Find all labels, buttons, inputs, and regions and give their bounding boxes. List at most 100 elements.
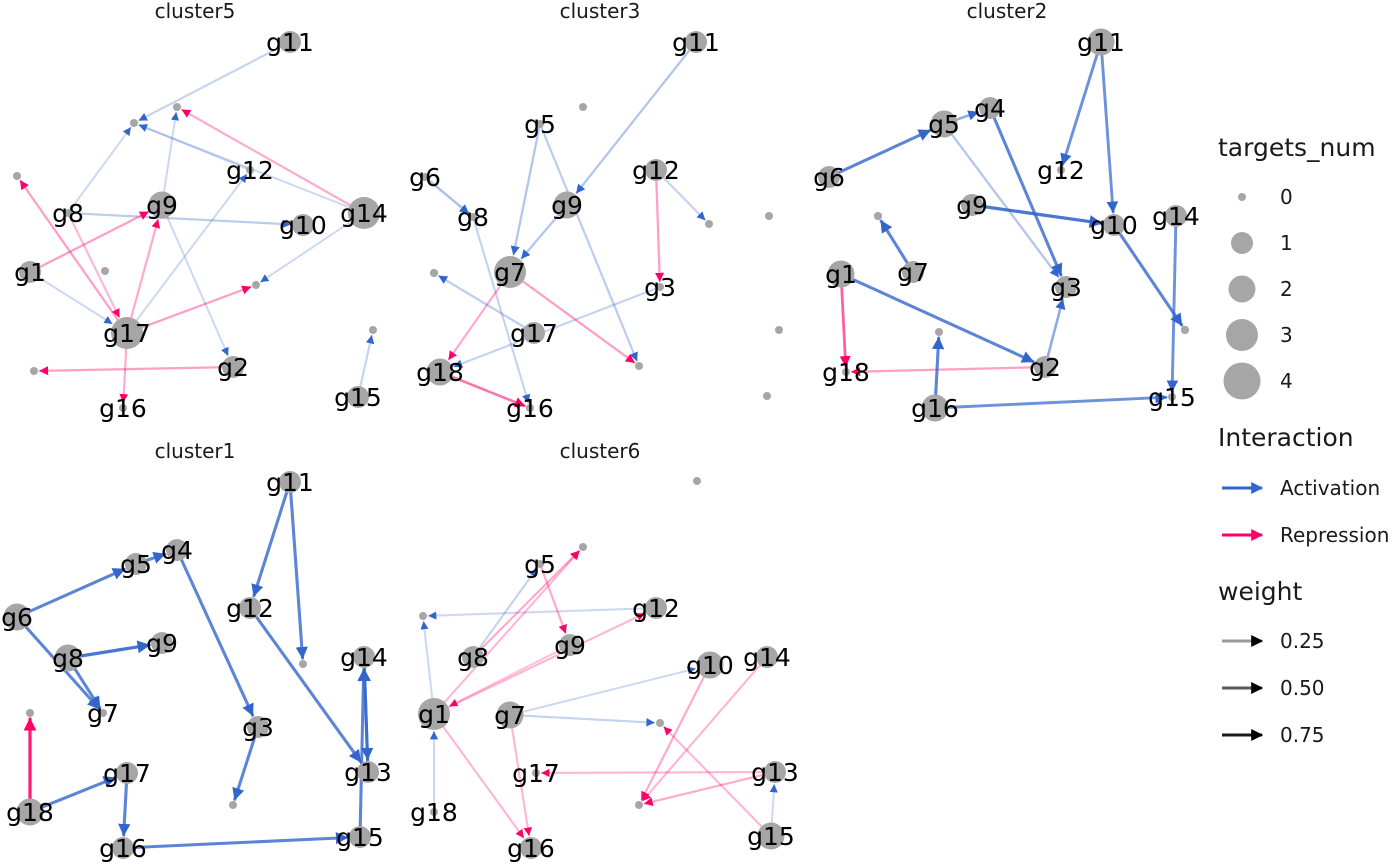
node-g3 bbox=[247, 716, 269, 738]
node-label-g3: g3 bbox=[242, 713, 274, 742]
legend-targets-label: 3 bbox=[1280, 323, 1293, 347]
node-g1 bbox=[418, 698, 450, 730]
node-label-g16: g16 bbox=[911, 394, 959, 423]
node-label-g11: g11 bbox=[266, 28, 314, 57]
edge-g1-u2 bbox=[420, 620, 434, 700]
node-g9 bbox=[148, 191, 176, 219]
node-label-g1: g1 bbox=[825, 260, 857, 289]
legend-weight-label: 0.25 bbox=[1280, 629, 1325, 653]
edge-g7-g10 bbox=[522, 666, 696, 713]
node-label-g12: g12 bbox=[632, 156, 680, 185]
edge-g17-u4 bbox=[140, 285, 252, 329]
edge-g2-g3 bbox=[1046, 298, 1066, 358]
node-label-g10: g10 bbox=[686, 651, 734, 680]
edge-g8-g17 bbox=[68, 215, 121, 318]
edge-g2-u5 bbox=[38, 366, 224, 376]
node-label-g5: g5 bbox=[524, 550, 556, 579]
edge-g15-u6 bbox=[359, 334, 375, 388]
node-g16 bbox=[520, 837, 542, 859]
node-g10 bbox=[696, 651, 724, 679]
node-label-g5: g5 bbox=[120, 550, 152, 579]
node-label-g18: g18 bbox=[822, 358, 870, 387]
node-unlabeled bbox=[874, 212, 882, 220]
node-g17 bbox=[523, 322, 545, 344]
node-unlabeled bbox=[579, 543, 587, 551]
edge-g16-u3 bbox=[931, 336, 945, 397]
node-label-g1: g1 bbox=[14, 258, 46, 287]
node-g11 bbox=[685, 31, 707, 53]
node-label-g9: g9 bbox=[956, 191, 988, 220]
legend-targets-key bbox=[1223, 362, 1261, 400]
node-g11 bbox=[1087, 28, 1115, 56]
node-g9 bbox=[553, 191, 581, 219]
node-unlabeled bbox=[252, 281, 260, 289]
node-label-g17: g17 bbox=[510, 319, 558, 348]
node-g2 bbox=[222, 356, 244, 378]
node-label-g12: g12 bbox=[1037, 156, 1085, 185]
panel-title: cluster5 bbox=[155, 0, 236, 23]
edge-g11-g9 bbox=[575, 49, 691, 194]
node-g7 bbox=[99, 709, 107, 717]
edge-g8-g16 bbox=[473, 219, 531, 404]
edge-g12-u2 bbox=[662, 176, 706, 221]
legend-weight-title: weight bbox=[1218, 577, 1302, 606]
legend-interaction-label: Repression bbox=[1280, 523, 1389, 547]
edge-g10-u5 bbox=[1118, 232, 1184, 327]
node-label-g14: g14 bbox=[743, 643, 791, 672]
edge-g9-u2 bbox=[163, 111, 180, 193]
edge-g2-g18 bbox=[850, 366, 1036, 377]
edge-g8-g7 bbox=[73, 667, 102, 710]
node-label-g8: g8 bbox=[52, 199, 84, 228]
node-label-g1: g1 bbox=[418, 700, 450, 729]
node-g17 bbox=[116, 762, 138, 784]
edge-g17-g12 bbox=[135, 173, 248, 322]
edge-g13-g14 bbox=[358, 668, 371, 763]
edge-g17-g16 bbox=[118, 782, 131, 837]
edge-g15-u3 bbox=[663, 726, 763, 828]
node-label-g8: g8 bbox=[457, 643, 489, 672]
node-label-g3: g3 bbox=[644, 273, 676, 302]
node-g15 bbox=[347, 386, 369, 408]
node-unlabeled bbox=[693, 477, 701, 485]
node-g18 bbox=[842, 368, 850, 376]
legend-targets-label: 2 bbox=[1280, 277, 1293, 301]
edge-g4-g3 bbox=[992, 116, 1063, 277]
edge-g6-g5 bbox=[27, 567, 126, 614]
edge-g1-g12 bbox=[447, 612, 646, 709]
node-g13 bbox=[357, 761, 379, 783]
node-label-g16: g16 bbox=[506, 394, 554, 423]
node-g15 bbox=[1168, 393, 1176, 401]
node-g14 bbox=[1165, 205, 1187, 227]
node-g6 bbox=[3, 603, 31, 631]
node-g13 bbox=[764, 761, 786, 783]
edge-g7-u5 bbox=[521, 280, 636, 364]
node-label-g8: g8 bbox=[457, 203, 489, 232]
node-label-g6: g6 bbox=[409, 163, 441, 192]
node-label-g14: g14 bbox=[1152, 202, 1200, 231]
edge-g16-g15 bbox=[132, 831, 349, 850]
node-label-g10: g10 bbox=[1090, 211, 1138, 240]
node-label-g16: g16 bbox=[507, 834, 555, 863]
node-label-g15: g15 bbox=[1148, 383, 1196, 412]
node-label-g2: g2 bbox=[1029, 353, 1061, 382]
node-g7 bbox=[494, 256, 526, 288]
node-label-g18: g18 bbox=[6, 798, 54, 827]
node-g8 bbox=[54, 644, 82, 672]
node-g12 bbox=[645, 597, 667, 619]
node-g14 bbox=[756, 646, 778, 668]
edge-g7-g16 bbox=[511, 727, 532, 837]
node-label-g5: g5 bbox=[524, 110, 556, 139]
node-unlabeled bbox=[419, 612, 427, 620]
node-unlabeled bbox=[130, 119, 138, 127]
node-g4 bbox=[979, 97, 1001, 119]
edge-g12-g13 bbox=[254, 615, 362, 763]
node-label-g17: g17 bbox=[512, 759, 560, 788]
node-label-g9: g9 bbox=[146, 629, 178, 658]
